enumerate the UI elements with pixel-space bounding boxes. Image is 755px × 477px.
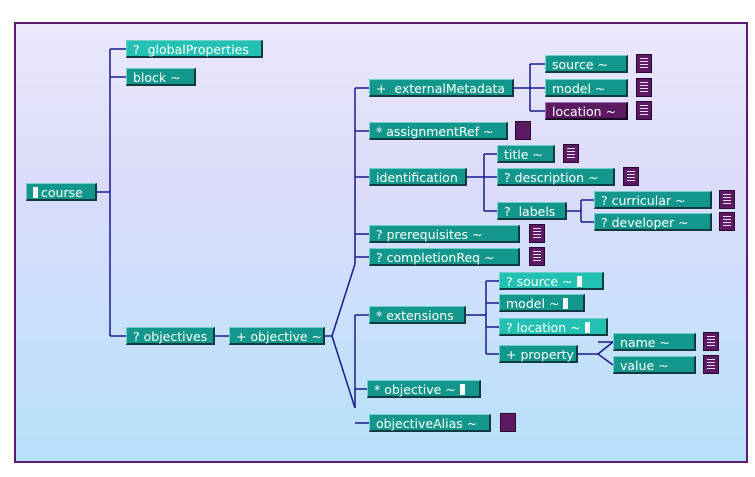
objective-alias-box-icon [500,413,516,432]
node-objective-alias[interactable]: objectiveAlias ~ [369,414,491,432]
node-block[interactable]: block ~ [126,68,196,86]
node-completion-req[interactable]: ? completionReq ~ [369,248,520,266]
node-prerequisites[interactable]: ? prerequisites ~ [369,225,520,243]
content-marker-icon [33,187,38,198]
node-value[interactable]: value ~ [613,356,696,374]
developer-doc-icon [719,212,735,231]
model-doc-icon [636,78,652,97]
assignment-ref-box-icon [515,121,531,140]
node-extensions[interactable]: * extensions [369,306,466,324]
source-doc-icon [636,54,652,73]
node-model[interactable]: model ~ [545,79,628,97]
node-property[interactable]: + property [499,345,578,363]
node-ext-model[interactable]: model ~ [499,294,585,312]
curricular-doc-icon [719,190,735,209]
value-doc-icon [703,355,719,374]
content-marker-icon [584,322,590,333]
node-identification[interactable]: identification [369,168,467,186]
node-ext-location[interactable]: ? location ~ [499,318,608,336]
node-external-metadata[interactable]: + externalMetadata [369,79,514,97]
location-doc-icon [636,101,652,120]
node-curricular[interactable]: ? curricular ~ [594,191,712,209]
node-name[interactable]: name ~ [613,333,696,351]
title-doc-icon [563,144,579,163]
node-labels[interactable]: ? labels [497,202,567,220]
completion-req-doc-icon [529,247,545,266]
node-developer[interactable]: ? developer ~ [594,213,712,231]
name-doc-icon [703,332,719,351]
node-source[interactable]: source ~ [545,55,628,73]
node-assignment-ref[interactable]: * assignmentRef ~ [369,122,508,140]
description-doc-icon [623,167,639,186]
node-objective-recursive[interactable]: * objective ~ [367,380,481,398]
content-marker-icon [459,384,465,395]
prerequisites-doc-icon [529,224,545,243]
node-objective[interactable]: + objective ~ [229,327,325,345]
content-marker-icon [563,298,569,309]
node-location[interactable]: location ~ [545,102,628,120]
node-global-properties[interactable]: ? globalProperties [126,40,263,58]
node-title[interactable]: title ~ [497,145,555,163]
node-objectives[interactable]: ? objectives [126,327,215,345]
node-course[interactable]: course [26,183,97,201]
node-ext-source[interactable]: ? source ~ [499,272,604,290]
node-description[interactable]: ? description ~ [497,168,615,186]
content-marker-icon [576,276,582,287]
